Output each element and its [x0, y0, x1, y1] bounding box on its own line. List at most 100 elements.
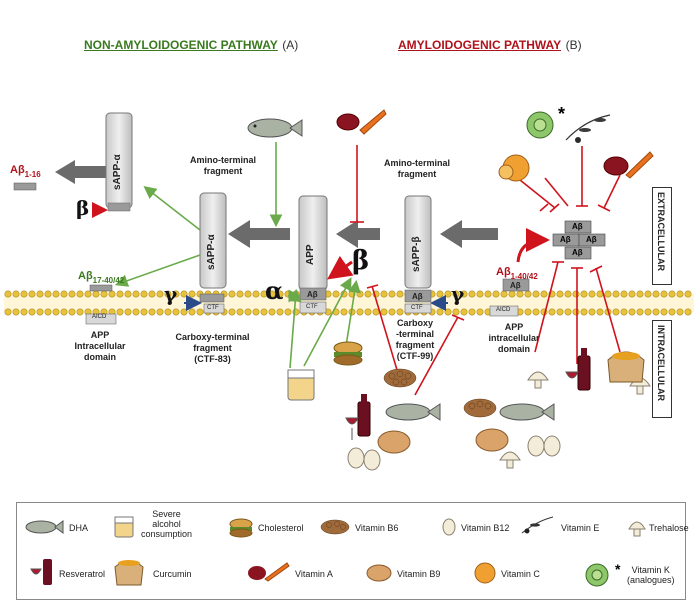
app-ab-label: Aβ	[307, 290, 318, 299]
vitamin-k-asterisk: *	[558, 104, 566, 124]
app-ctf-shape	[299, 301, 327, 314]
chicken-icon	[475, 428, 509, 452]
pathway-b-title: AMYLOIDOGENIC PATHWAY	[398, 38, 562, 52]
aicd-left-text: AICD	[92, 314, 107, 320]
oligomer-ab-1: Aβ	[572, 222, 583, 231]
legend-icons	[25, 516, 646, 587]
beta-secretase-center: β	[352, 246, 370, 276]
legend-vitamin-c: Vitamin C	[501, 569, 540, 579]
chicken-icon	[377, 430, 411, 454]
fish-icon	[25, 520, 64, 534]
legend-vitamin-k: Vitamin K (analogues)	[627, 565, 675, 585]
legend-alcohol: Severe alcohol consumption	[141, 509, 193, 539]
intracellular-box: INTRACELLULAR	[652, 320, 672, 418]
burger-icon	[229, 518, 253, 538]
extracellular-label: EXTRACELLULAR	[656, 192, 666, 271]
extracellular-box: EXTRACELLULAR	[652, 187, 672, 285]
aggregation-arrow	[516, 228, 550, 263]
orange-icon	[474, 562, 496, 584]
gamma-secretase-right: γ	[451, 282, 465, 306]
eggs-icon	[442, 518, 456, 536]
pathway-diagram	[4, 109, 694, 471]
aicd-right-text: AICD	[496, 307, 511, 313]
ab116-label: Aβ1-16	[10, 164, 41, 180]
eggs-icon	[527, 435, 561, 457]
wine-icon	[30, 559, 52, 585]
legend-vitamin-a: Vitamin A	[295, 569, 333, 579]
gamma-secretase-left: γ	[164, 282, 178, 306]
curcumin-icon	[114, 560, 144, 586]
amino-terminal-left-label: Amino-terminal fragment	[189, 155, 256, 176]
glass-icon	[114, 516, 134, 538]
legend: DHA Severe alcohol consumption Cholester…	[16, 502, 689, 600]
sapp-beta-ctf-label: CTF	[411, 305, 423, 311]
membrane-ab-label: Aβ	[510, 281, 521, 290]
legend-vitamin-k-asterisk: *	[615, 561, 621, 577]
olive-icon	[521, 516, 554, 534]
legend-resveratrol: Resveratrol	[59, 569, 106, 579]
beta-secretase-left: β	[76, 196, 90, 220]
sapp-alpha-mid-shape	[199, 192, 227, 289]
oligomer-ab-4: Aβ	[572, 248, 583, 257]
green-arrow-sapp	[143, 186, 201, 231]
chicken-icon	[366, 564, 392, 582]
aicd-left-shape	[85, 313, 117, 325]
app-ctf-label: CTF	[306, 304, 318, 310]
wine-icon	[345, 394, 371, 440]
legend-vitamin-b6: Vitamin B6	[355, 523, 399, 533]
ab116-fragment	[13, 182, 37, 191]
oligomer-ab-3: Aβ	[586, 235, 597, 244]
ctf-left-shape	[203, 303, 225, 314]
ab1740-fragment	[89, 284, 113, 292]
app-intracellular-left-label: APP Intracellular domain	[74, 330, 126, 362]
ctf-left-text: CTF	[207, 305, 219, 311]
legend-vitamin-e: Vitamin E	[561, 523, 600, 533]
fish-icon	[499, 403, 555, 421]
app-intracellular-right-label: APP intracellular domain	[488, 322, 540, 354]
amino-terminal-right-label: Amino-terminal fragment	[383, 158, 450, 179]
legend-vitamin-b9: Vitamin B9	[397, 569, 441, 579]
orange-icon	[498, 154, 530, 182]
arrow-to-ab116	[55, 160, 110, 184]
legend-trehalose: Trehalose	[649, 523, 689, 533]
ctf83-label: Carboxy-terminal fragment (CTF-83)	[175, 332, 250, 364]
ab1740-label: Aβ17-40/42	[78, 270, 125, 286]
green-arrow-alpha	[288, 288, 302, 369]
beans-icon	[383, 368, 417, 388]
burger-icon	[333, 341, 363, 366]
eggs-icon	[347, 447, 381, 471]
legend-dha: DHA	[69, 523, 89, 533]
fish-icon	[247, 118, 303, 138]
meat-carrot-icon	[603, 151, 654, 179]
pathway-b-header: AMYLOIDOGENIC PATHWAY (B)	[398, 36, 582, 54]
wine-icon	[565, 348, 591, 391]
pathway-b-tag: (B)	[565, 38, 582, 52]
legend-curcumin: Curcumin	[153, 569, 192, 579]
cabbage-icon	[526, 111, 554, 139]
arrow-to-oligomer	[440, 220, 498, 248]
pathway-a-tag: (A)	[282, 38, 299, 52]
pathway-a-header: NON-AMYLOIDOGENIC PATHWAY (A)	[84, 36, 298, 54]
meat-carrot-icon	[248, 562, 290, 582]
ab-oligomer-shapes	[552, 220, 606, 260]
alpha-secretase: α	[265, 276, 284, 305]
meat-carrot-icon	[336, 109, 387, 135]
glass-icon	[287, 369, 315, 401]
legend-cholesterol: Cholesterol	[258, 523, 304, 533]
inhibition-lines	[350, 145, 621, 396]
cabbage-icon	[585, 563, 609, 587]
sapp-alpha-mid-label: sAPP-α	[206, 234, 217, 270]
green-arrow-cholesterol	[345, 279, 361, 347]
sapp-beta-shape	[404, 195, 432, 289]
legend-vitamin-b12: Vitamin B12	[461, 523, 510, 533]
oligomer-ab-2: Aβ	[560, 235, 571, 244]
sapp-alpha-top-label: sAPP-α	[112, 154, 123, 190]
curcumin-icon	[607, 351, 645, 383]
olive-icon	[565, 114, 611, 143]
sapp-beta-label: sAPP-β	[411, 236, 422, 272]
pathway-a-title: NON-AMYLOIDOGENIC PATHWAY	[84, 38, 278, 52]
mushroom-icon	[628, 521, 646, 537]
arrow-to-sapp-beta	[336, 220, 380, 248]
green-arrow-ab1740	[114, 254, 201, 287]
aicd-right-shape	[489, 305, 519, 317]
